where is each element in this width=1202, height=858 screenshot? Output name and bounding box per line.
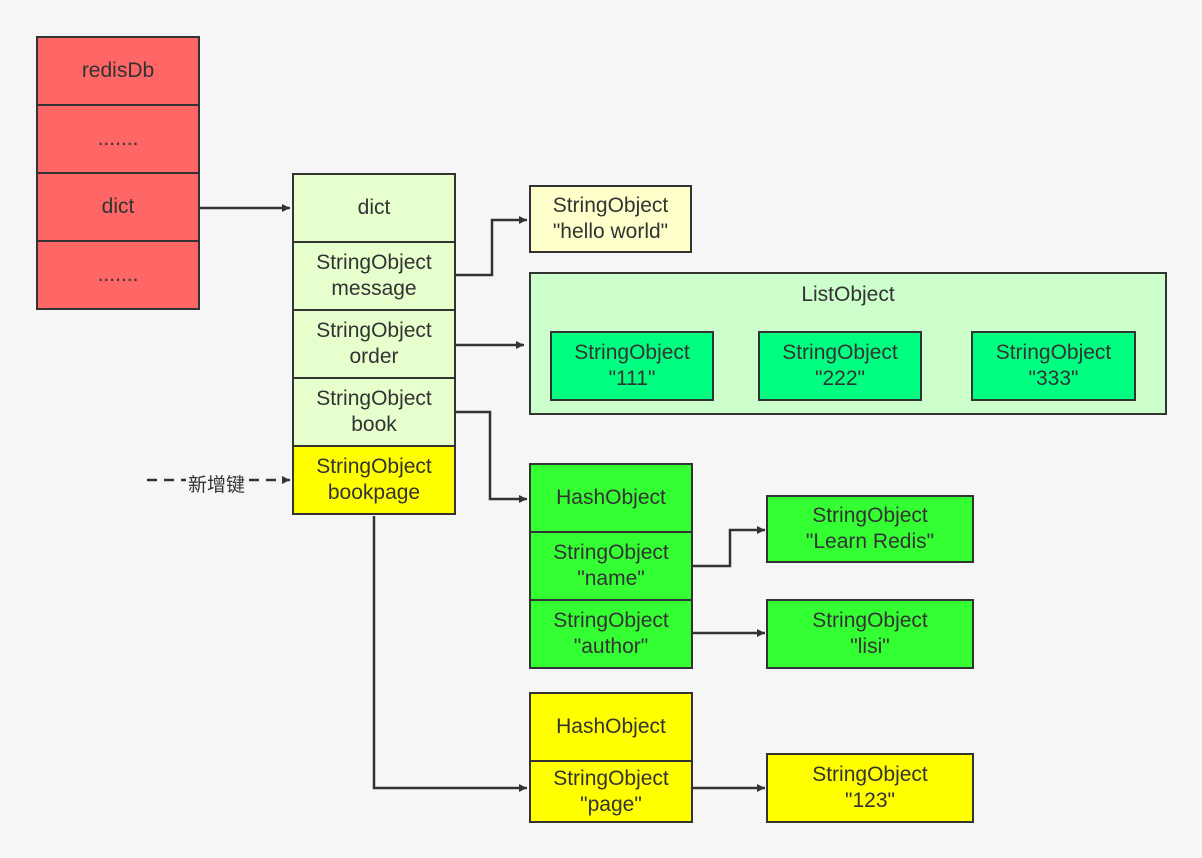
value-text: "Learn Redis" [805,530,935,553]
redisdb-row-dict: dict [36,172,200,242]
dict-entry-message: StringObject message [292,241,456,311]
dict-entry-order: StringObject order [292,309,456,379]
redisdb-header: redisDb [36,36,200,106]
dict-entry-book: StringObject book [292,377,456,447]
arrow-book-hash [455,410,527,503]
entry-key: message [331,277,417,300]
bookpage-value-123: StringObject "123" [766,753,974,823]
field-key: "name" [577,567,645,590]
item-value: "333" [1028,367,1079,390]
redisdb-row-ellipsis-1: ....... [36,104,200,174]
field-key: "page" [580,792,642,816]
list-object-title: ListObject [801,283,895,306]
field-type: StringObject [553,541,669,564]
hash-header-text: HashObject [556,486,666,509]
book-hash-header: HashObject [529,463,693,533]
entry-type: StringObject [316,251,432,274]
bookpage-hash-header: HashObject [529,692,693,762]
redisdb-header-text: redisDb [81,59,155,82]
item-type: StringObject [574,341,690,364]
field-type: StringObject [553,609,669,632]
redisdb-row-ellipsis-2: ....... [36,240,200,310]
dict-header: dict [292,173,456,243]
value-type: StringObject [812,763,928,786]
redisdb-row-text: dict [101,195,135,218]
bookpage-hash-field-page: StringObject "page" [529,760,693,823]
dict-header-text: dict [357,196,391,219]
new-key-label: 新增键 [186,470,248,497]
entry-key: order [349,345,399,368]
item-type: StringObject [995,341,1112,364]
field-key: "author" [573,635,649,658]
book-hash-field-author: StringObject "author" [529,599,693,669]
arrow-message-value [455,216,527,277]
message-value-box: StringObject "hello world" [529,185,692,253]
list-item-222: StringObject "222" [758,331,922,401]
redisdb-row-text: ....... [97,263,139,286]
arrow-bookpage-hash [372,516,527,792]
book-value-lisi: StringObject "lisi" [766,599,974,669]
value-type: StringObject [812,504,928,527]
value-type: StringObject [552,194,669,217]
item-value: "111" [608,367,656,390]
redisdb-row-text: ....... [97,127,139,150]
value-text: "lisi" [850,635,890,658]
item-type: StringObject [782,341,898,364]
hash-header-text: HashObject [556,715,666,738]
entry-key: book [351,413,397,436]
item-value: "222" [815,367,865,390]
entry-type: StringObject [316,455,432,478]
entry-key: bookpage [327,481,421,504]
list-item-111: StringObject "111" [550,331,714,401]
value-text: "hello world" [552,220,669,243]
book-value-learn-redis: StringObject "Learn Redis" [766,495,974,563]
list-item-333: StringObject "333" [971,331,1136,401]
value-text: "123" [845,789,895,812]
arrow-name-value [692,526,765,568]
entry-type: StringObject [316,387,432,410]
field-type: StringObject [553,766,669,790]
entry-type: StringObject [316,319,432,342]
dict-entry-bookpage: StringObject bookpage [292,445,456,515]
value-type: StringObject [812,609,928,632]
book-hash-field-name: StringObject "name" [529,531,693,601]
